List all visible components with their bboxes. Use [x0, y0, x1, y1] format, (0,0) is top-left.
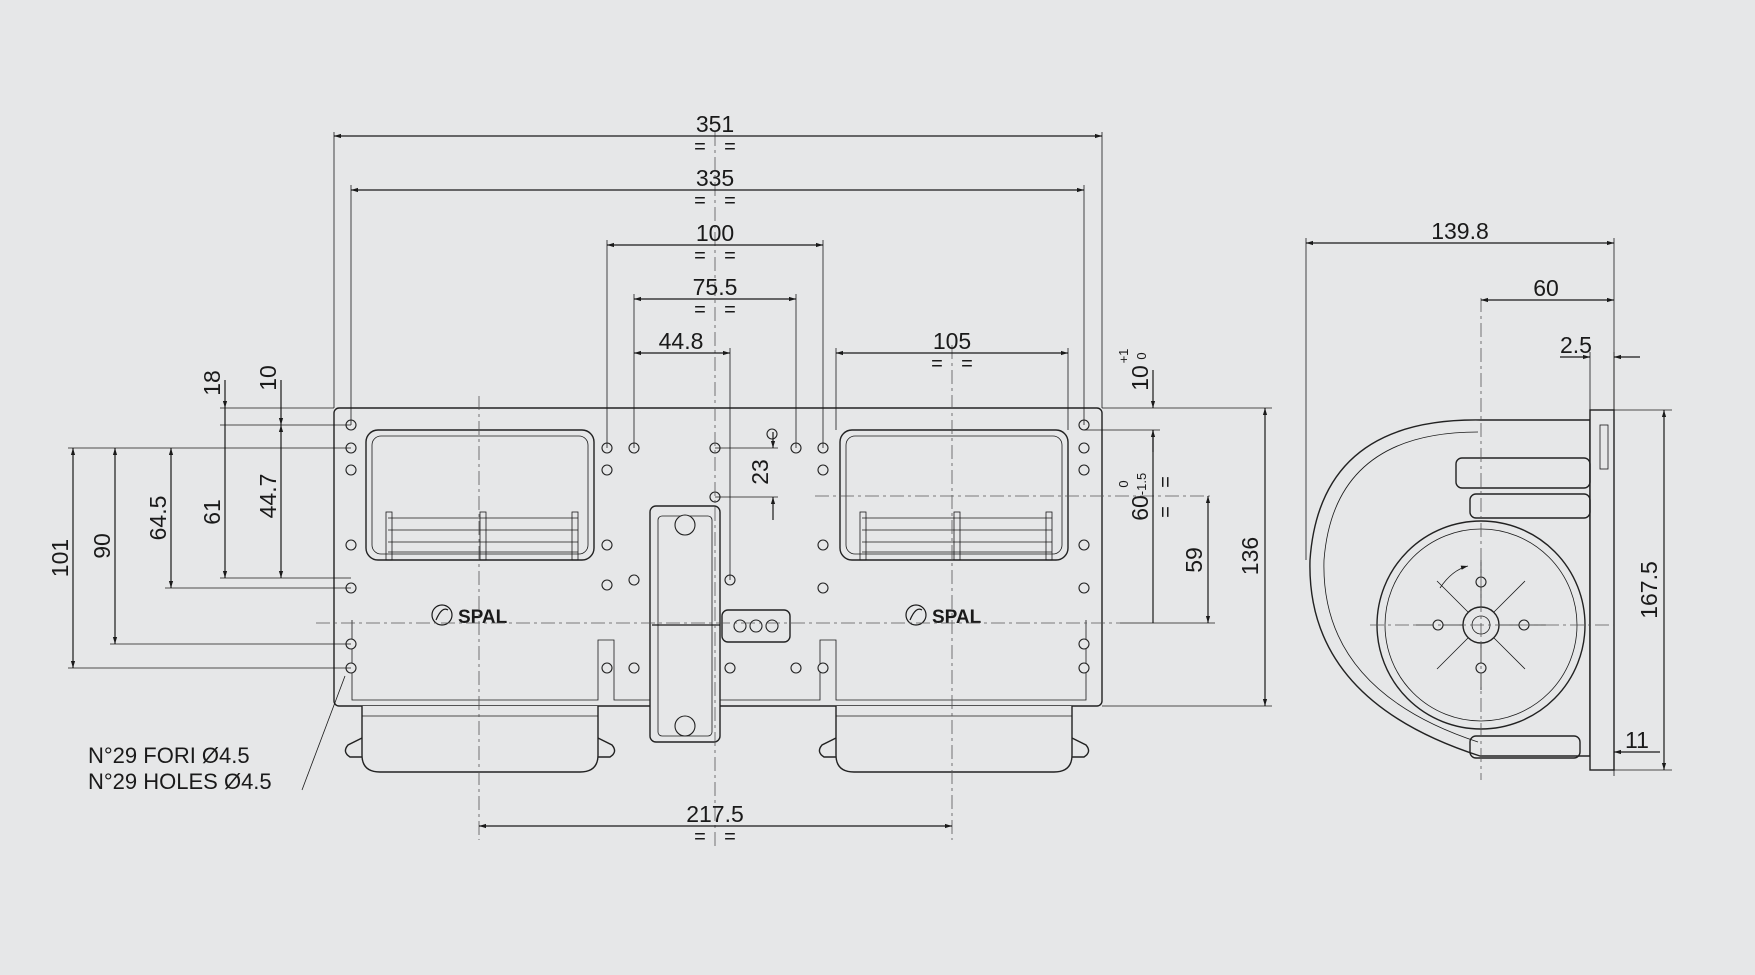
dim-10-left: 10 [255, 365, 281, 391]
svg-text:=: = [724, 826, 736, 848]
svg-text:=: = [694, 136, 706, 158]
dim-351: 351 [696, 111, 734, 137]
dim-90: 90 [89, 533, 115, 559]
brand-label-left: SPAL [458, 607, 508, 628]
svg-text:=: = [724, 190, 736, 212]
front-dimensions: 351 = = 335 = = 100 = = 75.5 = = 44.8 10… [47, 111, 1272, 848]
svg-text:=: = [1155, 506, 1177, 518]
right-housing-lower [835, 706, 1073, 773]
svg-text:=: = [724, 299, 736, 321]
svg-text:=: = [694, 190, 706, 212]
left-brand-logo: SPAL [431, 604, 508, 628]
right-ear-2 [1071, 737, 1090, 758]
holes-note-it: N°29 FORI Ø4.5 [88, 743, 250, 768]
dim-105: 105 [933, 328, 971, 354]
dim-217-5: 217.5 [686, 801, 744, 827]
dim-44-7: 44.7 [255, 474, 281, 519]
lower-tube [1469, 735, 1581, 759]
dim-11: 11 [1625, 727, 1649, 753]
dim-60-main: 60 [1127, 495, 1153, 521]
dim-167-5: 167.5 [1636, 561, 1662, 619]
left-ear-1 [344, 737, 363, 758]
brand-label-right: SPAL [932, 607, 982, 628]
svg-text:+1: +1 [1116, 349, 1131, 364]
dim-75-5: 75.5 [693, 274, 738, 300]
svg-text:-1.5: -1.5 [1134, 473, 1149, 495]
dim-10-main: 10 [1127, 365, 1153, 391]
left-wheel-slats [385, 511, 579, 561]
bracket-top-boss [674, 514, 696, 536]
mounting-holes [345, 419, 1090, 674]
dim-335: 335 [696, 165, 734, 191]
dim-23: 23 [747, 459, 773, 485]
svg-text:=: = [694, 245, 706, 267]
dim-59: 59 [1181, 547, 1207, 573]
svg-text:0: 0 [1116, 480, 1131, 487]
svg-text:=: = [961, 353, 973, 375]
dim-44-8: 44.8 [659, 328, 704, 354]
svg-text:=: = [931, 353, 943, 375]
bracket-bottom-boss [674, 715, 696, 737]
svg-text:=: = [724, 136, 736, 158]
svg-text:0: 0 [1134, 352, 1149, 359]
dim-18: 18 [199, 370, 225, 396]
dim-101: 101 [47, 539, 73, 577]
right-ear-1 [818, 737, 837, 758]
side-flange [1589, 409, 1615, 771]
side-view: 139.8 60 2.5 167.5 11 [1305, 218, 1672, 780]
svg-text:=: = [724, 245, 736, 267]
dim-60-side: 60 [1533, 275, 1559, 301]
svg-text:=: = [694, 299, 706, 321]
left-housing-lower [361, 706, 599, 773]
motor-bracket [649, 505, 721, 743]
dim-136: 136 [1237, 537, 1263, 575]
front-view: SPAL SPAL [316, 132, 1210, 850]
scroll-housing [1309, 419, 1591, 757]
dim-139-8: 139.8 [1431, 218, 1489, 244]
dim-2-5: 2.5 [1560, 332, 1592, 358]
left-ear-2 [597, 737, 616, 758]
dim-64-5: 64.5 [145, 496, 171, 541]
dim-61: 61 [199, 499, 225, 525]
holes-note-en: N°29 HOLES Ø4.5 [88, 769, 272, 794]
right-brand-logo: SPAL [905, 604, 982, 628]
dim-100: 100 [696, 220, 734, 246]
right-wheel-slats [859, 511, 1053, 561]
svg-text:=: = [1155, 476, 1177, 488]
svg-text:=: = [694, 826, 706, 848]
upper-tube [1455, 457, 1591, 489]
